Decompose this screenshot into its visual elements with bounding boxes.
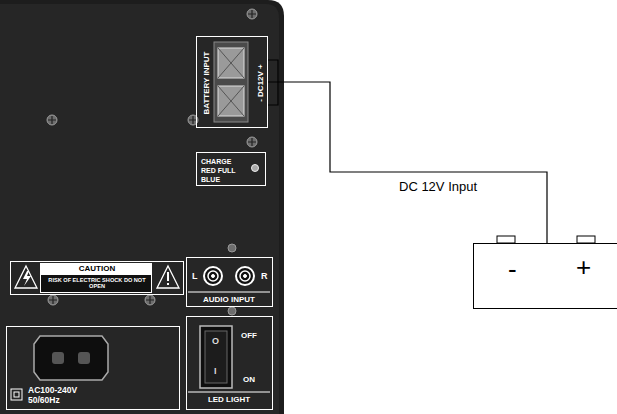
indicator-label: CHARGE RED FULL BLUE <box>201 158 247 184</box>
polarity-sign: + <box>576 254 591 280</box>
caution-heading: CAUTION <box>41 264 153 273</box>
ac-input-box: AC100-240V 50/60Hz <box>6 326 180 410</box>
wire <box>268 82 547 243</box>
voltage-label: - DC12V + <box>256 64 265 102</box>
battery-input-box: BATTERY INPUT - DC12V + <box>196 36 268 128</box>
panel-plate <box>0 4 279 414</box>
audio-input-box: L R AUDIO INPUT <box>186 257 273 307</box>
caution-plate <box>40 263 152 293</box>
ac-socket <box>34 336 108 380</box>
power-rating: AC100-240V 50/60Hz <box>28 386 102 406</box>
caution-text: RISK OF ELECTRIC SHOCK DO NOT OPEN <box>42 277 152 290</box>
channel-label: R <box>261 271 268 281</box>
ac-pins <box>52 352 90 364</box>
screw-slots <box>48 10 256 304</box>
switch-symbol: I <box>214 366 217 376</box>
wire-label: DC 12V Input <box>397 179 479 194</box>
channel-label: L <box>192 271 198 281</box>
battery-terminals <box>497 236 595 243</box>
exclamation-symbol <box>167 272 169 285</box>
terminal-posts <box>218 48 244 116</box>
rocker-switch <box>200 326 232 388</box>
switch-label: LED LIGHT <box>187 395 271 404</box>
charge-indicator-box: CHARGE RED FULL BLUE <box>196 152 266 186</box>
caution-band <box>41 275 151 292</box>
switch-symbol: O <box>212 336 219 346</box>
double-insulation-symbol <box>11 389 22 400</box>
rocker <box>205 331 227 383</box>
polarity-sign: - <box>508 256 517 282</box>
battery: -+ <box>473 243 617 309</box>
terminal-block <box>214 42 248 122</box>
switch-state: ON <box>243 375 255 384</box>
divider <box>188 392 270 393</box>
caution-label: CAUTION RISK OF ELECTRIC SHOCK DO NOT OPE… <box>10 261 184 295</box>
lightning-symbol <box>23 271 31 286</box>
divider <box>188 292 270 293</box>
port-label: AUDIO INPUT <box>187 295 271 304</box>
terminal-label: BATTERY INPUT <box>202 52 211 115</box>
back-panel <box>0 0 284 414</box>
charge-led <box>252 165 259 172</box>
switch-state: OFF <box>241 331 257 340</box>
rca-jacks <box>204 267 254 285</box>
led-light-box: OFF ON LED LIGHT <box>186 316 273 410</box>
